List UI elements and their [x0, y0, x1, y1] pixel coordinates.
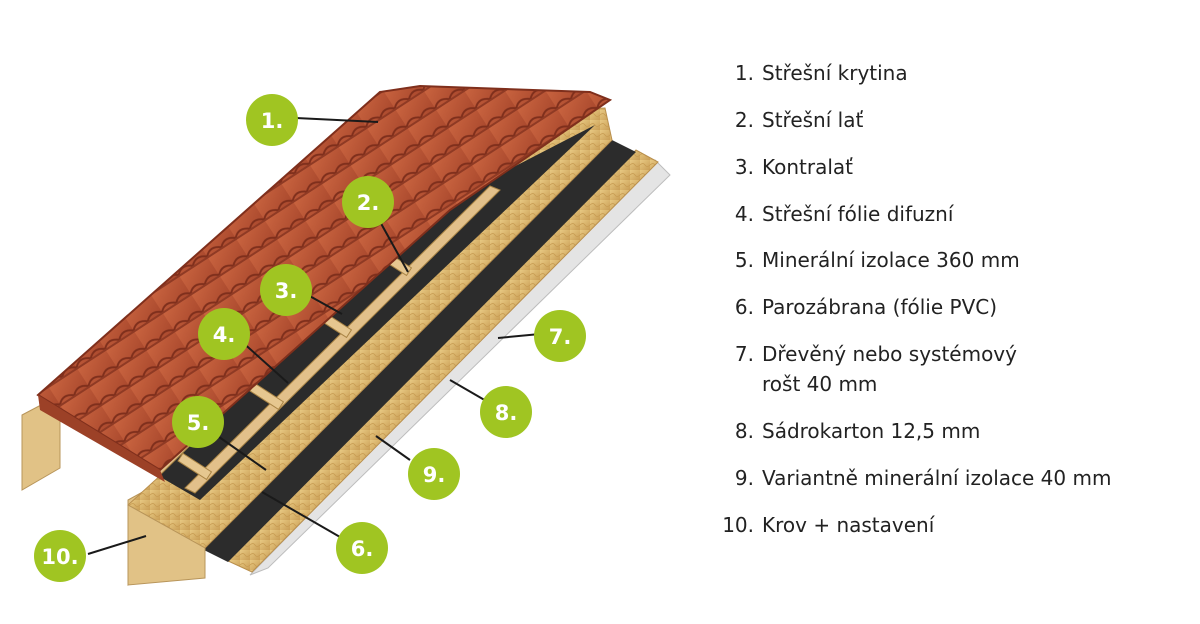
legend-item: 9. Variantně minerální izolace 40 mm [716, 463, 1182, 493]
membrane-icon [198, 308, 250, 360]
rafter-icon [34, 530, 86, 582]
legend-text-line: Střešní lať [762, 108, 864, 132]
legend-text-line: Dřevěný nebo systémový [762, 342, 1017, 366]
legend-text-line: Sádrokarton 12,5 mm [762, 419, 981, 443]
callout-badge-2: 2. [342, 176, 394, 228]
legend-number: 3. [734, 155, 754, 179]
legend-text-line: Krov + nastavení [762, 513, 935, 537]
legend-item: 10. Krov + nastavení [716, 510, 1182, 540]
batten-icon [342, 176, 394, 228]
callout-badge-6: 6. [336, 522, 388, 574]
legend-text-line: Kontralať [762, 155, 854, 179]
legend-text: Střešní lať [762, 105, 1182, 135]
legend-text: Minerální izolace 360 mm [762, 245, 1182, 275]
legend-number: 10. [722, 513, 754, 537]
legend-item: 8. Sádrokarton 12,5 mm [716, 416, 1182, 446]
callout-lines [87, 117, 541, 555]
legend-text: Kontralať [762, 152, 1182, 182]
vapor-barrier-layer [200, 140, 636, 562]
callout-badge-label: 5. [187, 411, 210, 435]
callout-badge-label: 2. [357, 191, 380, 215]
legend-text: Parozábrana (fólie PVC) [762, 292, 1182, 322]
legend-number: 7. [734, 342, 754, 366]
callout-badge-3: 3. [260, 264, 312, 316]
legend-number: 6. [734, 295, 754, 319]
legend-item: 4. Střešní fólie difuzní [716, 199, 1182, 229]
legend-text: Krov + nastavení [762, 510, 1182, 540]
roof-cross-section-diagram: 1. 2. 3. 4. 5. 6. 7. 8. 9. 10. [21, 84, 671, 586]
legend-item: 1. Střešní krytina [716, 58, 1182, 88]
roof-tile-icon [246, 94, 298, 146]
insulation-thin-icon [408, 448, 460, 500]
legend-text: Střešní fólie difuzní [762, 199, 1182, 229]
counter-batten-icon [260, 264, 312, 316]
legend-number: 2. [734, 108, 754, 132]
callout-badge-7: 7. [534, 310, 586, 362]
callout-badge-10: 10. [34, 530, 86, 582]
legend-item: 5. Minerální izolace 360 mm [716, 245, 1182, 275]
callout-badge-4: 4. [198, 308, 250, 360]
legend-text: Dřevěný nebo systémový rošt 40 mm [762, 339, 1182, 399]
callout-badge-label: 4. [213, 323, 236, 347]
callout-badge-9: 9. [408, 448, 460, 500]
legend-text-line: Minerální izolace 360 mm [762, 248, 1020, 272]
legend-item: 2. Střešní lať [716, 105, 1182, 135]
callout-badge-label: 1. [261, 109, 284, 133]
legend-item: 3. Kontralať [716, 152, 1182, 182]
legend-text: Variantně minerální izolace 40 mm [762, 463, 1182, 493]
legend-number: 4. [734, 202, 754, 226]
legend-item: 6. Parozábrana (fólie PVC) [716, 292, 1182, 322]
legend-text-line: Variantně minerální izolace 40 mm [762, 466, 1112, 490]
grid-icon [534, 310, 586, 362]
callout-badge-label: 8. [495, 401, 518, 425]
insulation-icon [172, 396, 224, 448]
legend-text-line: rošt 40 mm [762, 372, 878, 396]
callout-badge-label: 7. [549, 325, 572, 349]
legend-number: 9. [734, 466, 754, 490]
legend-text-line: Střešní krytina [762, 61, 908, 85]
legend-text-line: Střešní fólie difuzní [762, 202, 954, 226]
legend-number: 8. [734, 419, 754, 443]
callout-badge-8: 8. [480, 386, 532, 438]
vapor-barrier-icon [336, 522, 388, 574]
insulation-side-face [127, 504, 206, 586]
callout-badge-label: 3. [275, 279, 298, 303]
callout-badge-1: 1. [246, 94, 298, 146]
roof-tiles-edge [38, 395, 165, 482]
callout-badge-label: 6. [351, 537, 374, 561]
legend-item: 7. Dřevěný nebo systémový rošt 40 mm [716, 339, 1182, 399]
callout-badge-5: 5. [172, 396, 224, 448]
legend-text: Střešní krytina [762, 58, 1182, 88]
legend-text-line: Parozábrana (fólie PVC) [762, 295, 998, 319]
callout-badge-label: 10. [41, 545, 78, 569]
legend-number: 1. [734, 61, 754, 85]
callout-badge-label: 9. [423, 463, 446, 487]
legend-text: Sádrokarton 12,5 mm [762, 416, 1182, 446]
legend-number: 5. [734, 248, 754, 272]
drywall-icon [480, 386, 532, 438]
